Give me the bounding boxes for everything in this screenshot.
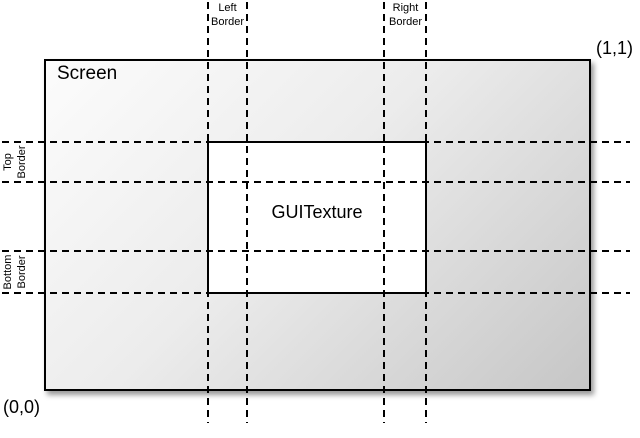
coordinate-label-bottom-left: (0,0) [3,397,41,417]
guitexture-right-edge-guide-line [425,2,427,423]
guitexture-label: GUITexture [271,202,363,222]
right-border-label: Right Border [388,2,423,28]
left-border-guide-line [246,2,248,423]
bottom-border-label: Bottom Border [2,254,28,290]
screen-label: Screen [57,63,118,84]
guitexture-top-edge-guide-line [2,141,630,143]
guitexture-rect [207,141,427,294]
bottom-border-guide-line [2,250,630,252]
right-border-guide-line [383,2,385,423]
coordinate-label-top-right: (1,1) [596,38,634,58]
top-border-guide-line [2,181,630,183]
left-border-label: Left Border [210,2,245,28]
top-border-label: Top Border [2,145,28,179]
guitexture-bottom-edge-guide-line [2,292,630,294]
guitexture-left-edge-guide-line [207,2,209,423]
